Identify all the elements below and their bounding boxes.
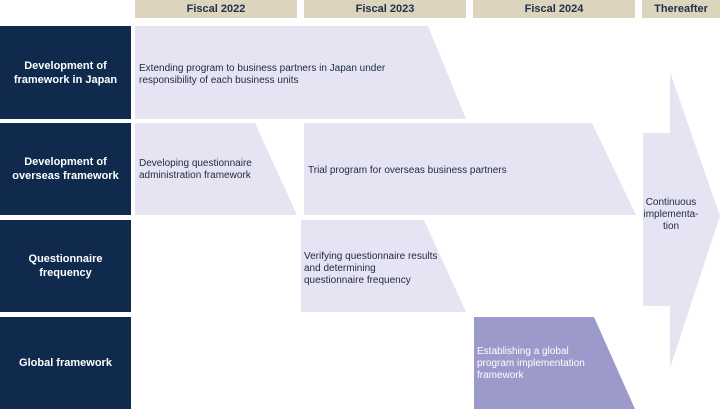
text-continuous: Continuous implementa- tion [643, 197, 699, 232]
header-thereafter: Thereafter [642, 0, 720, 18]
text-overseas-trial: Trial program for overseas business part… [308, 165, 507, 176]
row-label-global-framework: Global framework [0, 317, 131, 409]
text-japan-extend: Extending program to business partners i… [139, 63, 386, 86]
bar-global-establish [474, 317, 635, 409]
text-global-establish: Establishing a global program implementa… [477, 346, 585, 381]
text-frequency-verify: Verifying questionnaire results and dete… [304, 251, 438, 286]
header-fiscal-2023: Fiscal 2023 [304, 0, 466, 18]
row-label-japan-framework: Development of framework in Japan [0, 26, 131, 119]
bar-overseas-develop [135, 123, 297, 215]
header-fiscal-2022: Fiscal 2022 [135, 0, 297, 18]
text-overseas-develop: Developing questionnaire administration … [139, 158, 252, 181]
bar-japan-extend [135, 26, 466, 119]
arrow-continuous [643, 72, 720, 368]
row-label-overseas-framework: Development of overseas framework [0, 123, 131, 215]
row-label-questionnaire-frequency: Questionnaire frequency [0, 220, 131, 312]
bar-frequency-verify [301, 220, 466, 312]
bar-overseas-trial [304, 123, 636, 215]
header-fiscal-2024: Fiscal 2024 [473, 0, 635, 18]
